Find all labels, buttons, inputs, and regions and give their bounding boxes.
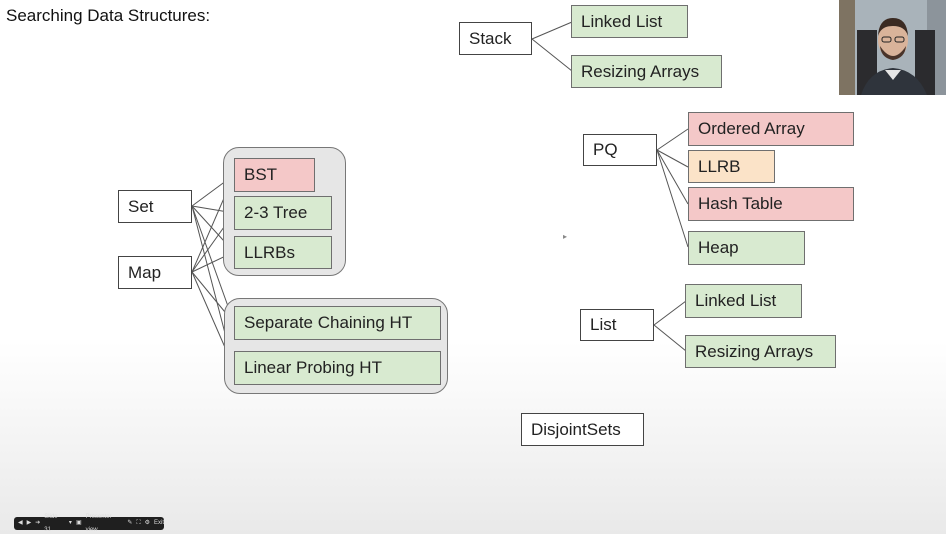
llrbs-node: LLRBs xyxy=(234,236,332,269)
chevron-down-icon[interactable]: ▾ xyxy=(68,520,72,526)
fullscreen-icon[interactable]: ⛶ xyxy=(136,520,141,526)
separate-chaining-ht-node: Separate Chaining HT xyxy=(234,306,441,340)
previous-slide-icon[interactable]: ◀ xyxy=(18,520,23,526)
pq-ordered-array-node: Ordered Array xyxy=(688,112,854,146)
set-node: Set xyxy=(118,190,192,223)
slide-selector[interactable]: Slide 31 xyxy=(44,513,58,533)
pq-hash-table-node: Hash Table xyxy=(688,187,854,221)
pq-llrb-node: LLRB xyxy=(688,150,775,183)
pq-heap-node: Heap xyxy=(688,231,805,265)
list-node: List xyxy=(580,309,654,341)
stack-linked-list-node: Linked List xyxy=(571,5,688,38)
linear-probing-ht-node: Linear Probing HT xyxy=(234,351,441,385)
presenter-silhouette xyxy=(839,0,946,95)
presenter-toolbar: ◀ ▶ ➔ Slide 31 ▾ ▣ Presenter view ✎ ⛶ ⚙ … xyxy=(14,514,164,533)
play-icon[interactable]: ▶ xyxy=(26,520,32,526)
gear-icon[interactable]: ⚙ xyxy=(144,520,150,526)
next-slide-icon[interactable]: ➔ xyxy=(35,520,41,526)
exit-button[interactable]: Exit xyxy=(153,520,164,526)
list-linked-list-node: Linked List xyxy=(685,284,802,318)
presenter-webcam xyxy=(839,0,946,95)
map-node: Map xyxy=(118,256,192,289)
pq-node: PQ xyxy=(583,134,657,166)
pointer-icon[interactable]: ✎ xyxy=(127,520,133,526)
slide-title: Searching Data Structures: xyxy=(6,6,211,25)
list-resizing-arrays-node: Resizing Arrays xyxy=(685,335,836,368)
two-three-tree-node: 2-3 Tree xyxy=(234,196,332,230)
presenter-view-icon: ▣ xyxy=(75,520,82,526)
bst-node: BST xyxy=(234,158,315,192)
stack-node: Stack xyxy=(459,22,532,55)
mouse-cursor-icon: ▸ xyxy=(563,232,568,241)
presenter-view-button[interactable]: Presenter view xyxy=(85,513,112,533)
disjoint-sets-node: DisjointSets xyxy=(521,413,644,446)
stack-resizing-arrays-node: Resizing Arrays xyxy=(571,55,722,88)
